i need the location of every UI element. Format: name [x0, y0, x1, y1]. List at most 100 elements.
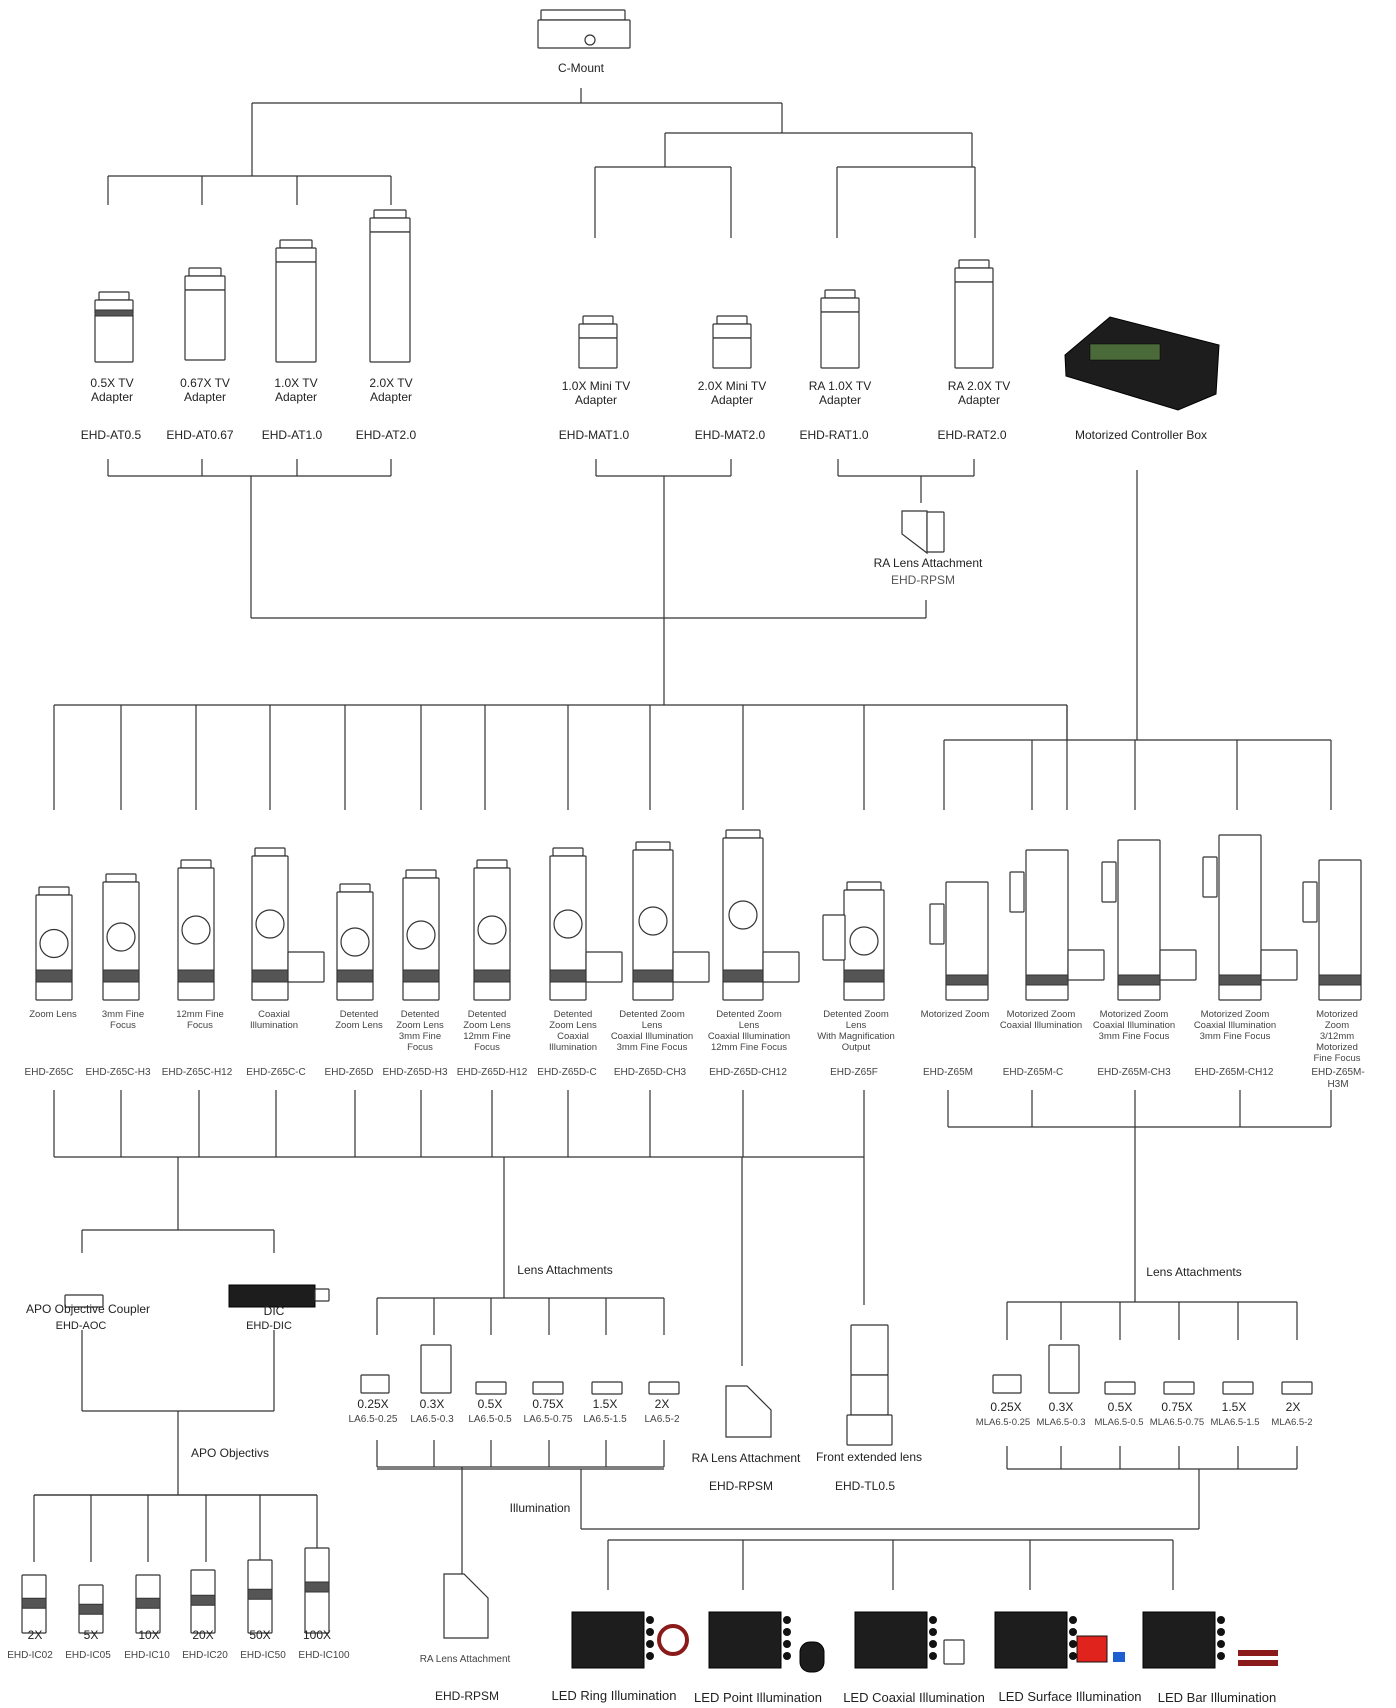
motor-attachment-mag: 0.75X — [1161, 1400, 1193, 1414]
zoom-lens-label: Detented Zoom Lens Coaxial Illumination — [548, 1009, 598, 1053]
connector-knob-icon — [646, 1640, 654, 1648]
bar-light-icon — [1238, 1660, 1278, 1666]
zoom-lens-code: EHD-Z65D-H3 — [382, 1067, 448, 1078]
zoom-lens-icon — [339, 883, 371, 893]
lens-attachment-mag: 0.5X — [477, 1397, 503, 1411]
illumination-controller-icon — [994, 1611, 1068, 1669]
motor-attachment-code: MLA6.5-2 — [1271, 1417, 1313, 1428]
motor-attachment-mag: 0.5X — [1107, 1400, 1133, 1414]
ra-attachment-mid-label: RA Lens Attachment — [691, 1451, 801, 1465]
zoom-lens-icon — [105, 873, 137, 883]
connector-knob-icon — [1217, 1628, 1225, 1636]
c-mount-knob — [584, 34, 596, 46]
motor-lens-code: EHD-Z65M-CH3 — [1097, 1067, 1171, 1078]
connector-knob-icon — [1069, 1640, 1077, 1648]
lens-band — [402, 969, 440, 983]
mini-adapter-icon — [712, 323, 752, 339]
objective-code: EHD-IC05 — [65, 1650, 111, 1661]
ra-adapter-code: EHD-RAT1.0 — [799, 428, 869, 442]
tv-adapter-icon — [184, 275, 226, 291]
lens-attachment-mag: 1.5X — [592, 1397, 618, 1411]
connector-knob-icon — [1069, 1628, 1077, 1636]
ra-attachment-icon — [443, 1573, 489, 1639]
lens-band — [102, 969, 140, 983]
illumination-label: Illumination — [509, 1501, 571, 1515]
ra-attachment-mid-code: EHD-RPSM — [708, 1479, 774, 1493]
motor-icon — [1101, 861, 1117, 903]
tv-adapter-code: EHD-AT0.67 — [166, 428, 234, 442]
front-lens-icon — [850, 1374, 889, 1416]
zoom-lens-code: EHD-Z65D-H12 — [456, 1067, 528, 1078]
surface-light-panel-icon — [1076, 1635, 1108, 1663]
motor-lens-icon — [1218, 834, 1262, 1001]
objective-code: EHD-IC50 — [240, 1650, 286, 1661]
lens-band — [632, 969, 674, 983]
mini-adapter-label: 2.0X Mini TV Adapter — [697, 379, 767, 407]
tv-adapter-icon — [369, 231, 411, 363]
lens-attachment-code: LA6.5-0.75 — [523, 1414, 573, 1425]
tv-adapter-icon — [275, 247, 317, 263]
objective-band — [190, 1594, 216, 1606]
ra-attachment-code: EHD-RPSM — [890, 573, 956, 587]
apo-coupler-label: APO Objective Coupler — [25, 1302, 151, 1316]
coaxial-light-icon — [943, 1639, 965, 1665]
motor-icon — [929, 903, 945, 945]
coaxial-port-icon — [1067, 949, 1105, 981]
connector-knob-icon — [1217, 1640, 1225, 1648]
lens-band — [177, 969, 215, 983]
mini-adapter-icon — [582, 315, 614, 325]
connector-knob-icon — [783, 1652, 791, 1660]
mini-adapter-code: EHD-MAT1.0 — [558, 428, 630, 442]
controller-box-panel — [1089, 343, 1161, 361]
apo-coupler-code: EHD-AOC — [55, 1320, 107, 1332]
lens-band — [251, 969, 289, 983]
zoom-lens-label: Coaxial Illumination — [249, 1009, 299, 1031]
lens-band — [35, 969, 73, 983]
motor-attachment-mag: 0.3X — [1048, 1400, 1074, 1414]
motor-lens-icon — [1117, 839, 1161, 1001]
motor-attachment-icon — [1104, 1381, 1136, 1395]
motor-attachment-icon — [1048, 1344, 1080, 1394]
illumination-controller-icon — [1142, 1611, 1216, 1669]
mini-adapter-icon — [716, 315, 748, 325]
zoom-lens-code: EHD-Z65C-H12 — [161, 1067, 233, 1078]
zoom-lens-code: EHD-Z65D-C — [537, 1067, 597, 1078]
zoom-lens-code: EHD-Z65D — [324, 1067, 374, 1078]
motor-attachment-code: MLA6.5-0.75 — [1149, 1417, 1205, 1428]
connector-knob-icon — [929, 1652, 937, 1660]
lens-attachment-icon — [532, 1381, 564, 1395]
tv-adapter-label: 1.0X TV Adapter — [274, 376, 318, 404]
lens-band — [473, 969, 511, 983]
objective-mag: 50X — [249, 1628, 271, 1642]
motor-attachment-code: MLA6.5-0.25 — [975, 1417, 1031, 1428]
controller-box-icon — [1064, 316, 1220, 411]
lens-band — [549, 969, 587, 983]
front-lens-icon — [846, 1414, 893, 1446]
lens-attachment-mag: 0.75X — [532, 1397, 564, 1411]
connector-knob-icon — [646, 1616, 654, 1624]
tv-adapter-icon — [369, 217, 411, 233]
motor-lens-icon — [1025, 849, 1069, 1001]
lens-attachment-code: LA6.5-0.25 — [348, 1414, 398, 1425]
connector-knob-icon — [929, 1640, 937, 1648]
lens-band — [336, 969, 374, 983]
coaxial-port-icon — [1159, 949, 1197, 981]
motor-lens-code: EHD-Z65M-CH12 — [1194, 1067, 1274, 1078]
apo-objectives-label: APO Objectivs — [190, 1446, 270, 1460]
illumination-item-label: LED Surface Illumination — [998, 1689, 1142, 1704]
connector-knob-icon — [929, 1616, 937, 1624]
motor-attachment-icon — [1281, 1381, 1313, 1395]
objective-mag: 2X — [27, 1628, 43, 1642]
lens-attachment-code: LA6.5-2 — [644, 1414, 680, 1425]
motor-attachment-icon — [1163, 1381, 1195, 1395]
motor-attachment-code: MLA6.5-0.3 — [1036, 1417, 1086, 1428]
ra-adapter-icon — [954, 281, 994, 369]
zoom-lens-icon — [180, 859, 212, 869]
illumination-controller-icon — [571, 1611, 645, 1669]
motor-lens-code: EHD-Z65M-C — [1002, 1067, 1064, 1078]
lens-attachment-icon — [648, 1381, 680, 1395]
zoom-lens-label: Zoom Lens — [29, 1009, 77, 1020]
tv-adapter-icon — [373, 209, 407, 219]
